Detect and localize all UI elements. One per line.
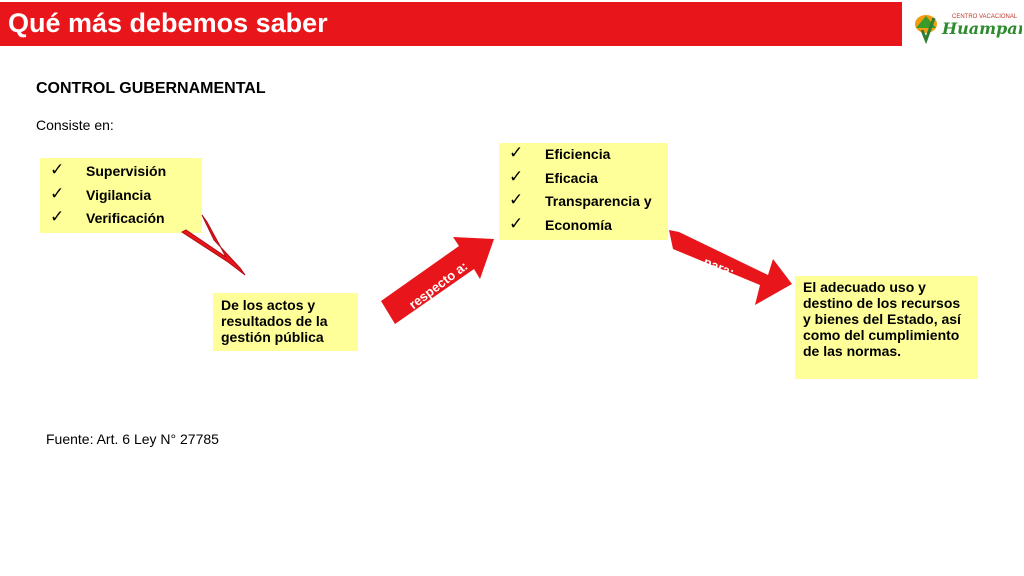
- checkmark-icon: ✓: [509, 166, 524, 186]
- item-label: Supervisión: [86, 163, 167, 179]
- huampani-logo: CENTRO VACACIONAL Huampaní: [915, 14, 1022, 44]
- intro-text: Consiste en:: [36, 117, 114, 133]
- checkmark-icon: ✓: [509, 190, 524, 209]
- item-label: Economía: [545, 216, 612, 233]
- logo-check-icon: [920, 17, 936, 44]
- purpose-box: El adecuado uso y destino de los recurso…: [795, 276, 978, 379]
- checkmark-icon: ✓: [50, 160, 65, 179]
- item-label: Eficiencia: [545, 146, 611, 162]
- logo-wordmark: Huampaní: [941, 19, 1022, 38]
- checklist-item: ✓ Economía: [499, 214, 668, 238]
- checklist-item: ✓ Verificación: [40, 207, 202, 231]
- criteria-box: ✓ Eficiencia ✓ Eficacia ✓ Transparencia y ✓…: [499, 143, 668, 240]
- scope-box: De los actos y resultados de la gestión …: [213, 293, 358, 351]
- checklist-item: ✓ Eficiencia: [499, 143, 668, 167]
- slide-title: Qué más debemos saber: [8, 8, 328, 38]
- item-label: Eficacia: [545, 169, 598, 186]
- logo-tagline: CENTRO VACACIONAL: [952, 14, 1018, 20]
- source-note: Fuente: Art. 6 Ley N° 27785: [46, 431, 219, 447]
- checkmark-icon: ✓: [50, 207, 65, 226]
- item-label: Transparencia y: [545, 193, 652, 209]
- item-label: Verificación: [86, 210, 165, 226]
- title-bar: Qué más debemos saber: [0, 2, 902, 46]
- checkmark-icon: ✓: [509, 213, 524, 233]
- checklist-item: ✓ Transparencia y: [499, 190, 668, 214]
- checklist-item: ✓ Supervisión: [40, 160, 202, 184]
- respecto-arrow-label: respecto a:: [406, 258, 471, 312]
- actions-box: ✓ Supervisión ✓ Vigilancia ✓ Verificación: [40, 158, 202, 233]
- checkmark-icon: ✓: [509, 143, 524, 162]
- item-label: Vigilancia: [86, 186, 152, 203]
- checkmark-icon: ✓: [50, 183, 65, 203]
- checklist-item: ✓ Vigilancia: [40, 184, 202, 208]
- section-heading: CONTROL GUBERNAMENTAL: [36, 80, 266, 97]
- para-arrow-label: para:: [701, 254, 737, 280]
- checklist-item: ✓ Eficacia: [499, 167, 668, 191]
